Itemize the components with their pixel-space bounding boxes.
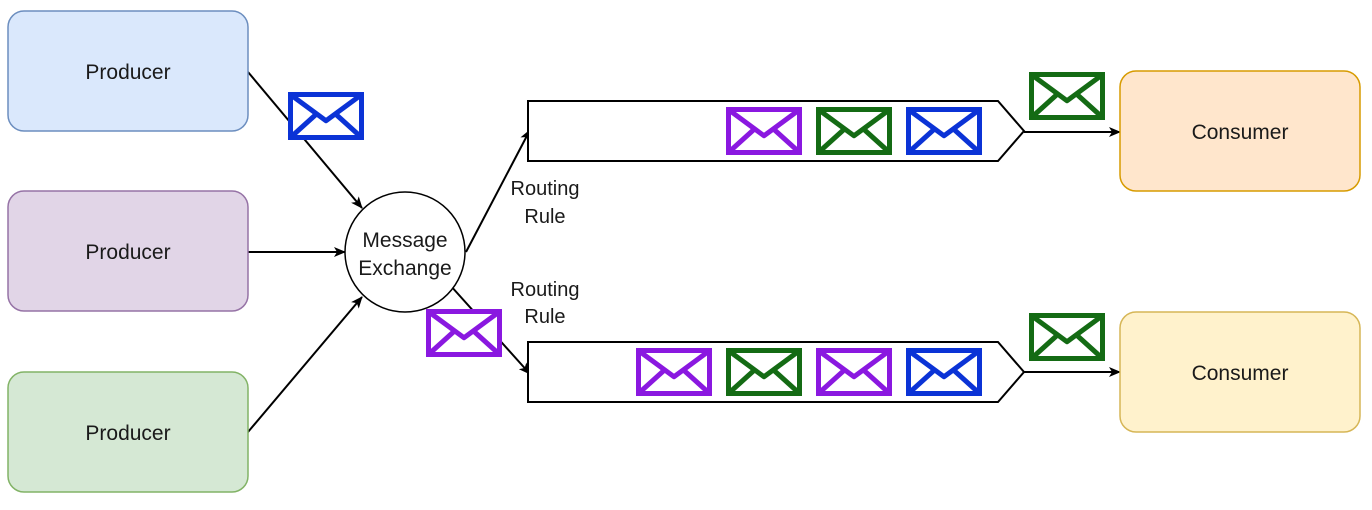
- exchange-label-line1: Message: [362, 229, 447, 252]
- producer-box: [7, 10, 249, 132]
- routing-arrow-upper: [465, 129, 531, 253]
- producer-box: [7, 371, 249, 493]
- consumer-box: [1119, 70, 1361, 192]
- consumer-2: Consumer: [1119, 311, 1361, 433]
- queue-messages: [726, 107, 982, 155]
- envelope-icon: [1029, 72, 1105, 120]
- routing-rule-line1: Routing: [511, 279, 580, 301]
- routing-rule-line1: Routing: [511, 178, 580, 200]
- producer-label: Producer: [85, 422, 170, 445]
- routing-rule-upper: Routing Rule: [511, 178, 580, 228]
- envelope-icon: [726, 107, 802, 155]
- routing-rule-lower: Routing Rule: [511, 279, 580, 328]
- envelope-icon: [726, 348, 802, 396]
- consumer-label: Consumer: [1192, 121, 1289, 144]
- routing-rule-line2: Rule: [524, 306, 565, 328]
- message-exchange: Message Exchange: [344, 191, 466, 313]
- envelope-icon: [288, 92, 364, 140]
- envelope-icon: [636, 348, 712, 396]
- envelope-icon: [426, 309, 502, 357]
- in-flight-messages: [288, 72, 1105, 361]
- exchange-label-line2: Exchange: [358, 257, 451, 280]
- envelope-icon: [816, 348, 892, 396]
- consumer-box: [1119, 311, 1361, 433]
- producer-label: Producer: [85, 61, 170, 84]
- envelope-icon: [906, 348, 982, 396]
- envelope-icon: [816, 107, 892, 155]
- producer-3: Producer: [7, 371, 249, 493]
- exchange-circle: [344, 191, 466, 313]
- producer-label: Producer: [85, 241, 170, 264]
- queue-upper: [527, 100, 1026, 162]
- queue-messages: [636, 348, 982, 396]
- producer-3-arrow: [247, 296, 363, 433]
- producer-2: Producer: [7, 190, 249, 312]
- envelope-icon: [906, 107, 982, 155]
- routing-rule-line2: Rule: [524, 206, 565, 228]
- producer-box: [7, 190, 249, 312]
- queue-lower: [527, 341, 1026, 403]
- consumer-label: Consumer: [1192, 362, 1289, 385]
- envelope-icon: [1029, 313, 1105, 361]
- producer-1: Producer: [7, 10, 249, 132]
- consumer-1: Consumer: [1119, 70, 1361, 192]
